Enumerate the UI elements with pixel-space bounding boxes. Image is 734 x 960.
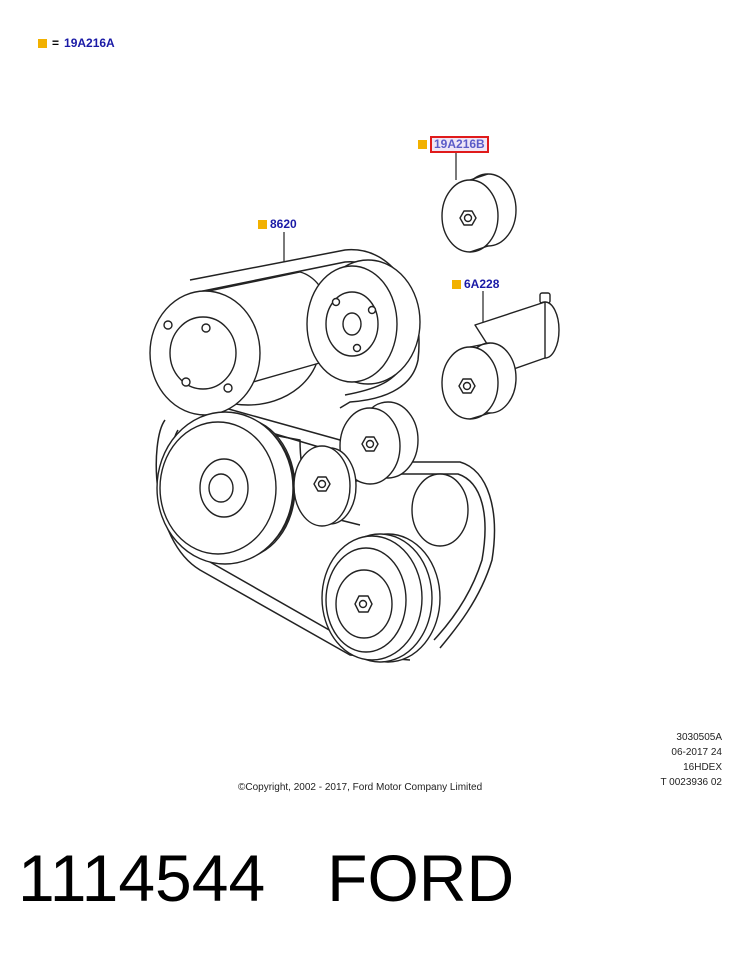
callout-belt-code[interactable]: 8620: [270, 217, 297, 231]
callout-tensioner-marker: [418, 140, 427, 149]
idler-part: [441, 292, 560, 420]
leader-lines: [283, 151, 484, 322]
callout-idler[interactable]: 6A228: [452, 277, 499, 291]
reference-line: T 0023936 02: [660, 777, 722, 788]
brand-name: FORD: [327, 841, 515, 915]
footer-caption: 1114544 FORD: [18, 836, 514, 920]
copyright-notice: ©Copyright, 2002 - 2017, Ford Motor Comp…: [238, 782, 483, 793]
callout-belt[interactable]: 8620: [258, 217, 297, 231]
lower-tensioner-pulley: [293, 445, 357, 527]
reference-line: 06-2017 24: [671, 747, 722, 758]
legend: = 19A216A: [38, 36, 115, 50]
reference-line: 16HDEX: [683, 762, 722, 773]
crankshaft-pulley: [156, 411, 296, 565]
callout-belt-marker: [258, 219, 267, 229]
reference-block: 3030505A 06-2017 24 16HDEX T 0023936 02: [660, 730, 722, 790]
right-idler-pulley: [411, 473, 469, 547]
part-number: 1114544: [18, 841, 266, 915]
legend-marker: [38, 38, 47, 48]
reference-line: 3030505A: [676, 732, 722, 743]
upper-left-pulley: [149, 271, 335, 416]
lower-grooved-pulley: [321, 533, 441, 663]
center-idler-pulley: [339, 401, 419, 485]
callout-idler-marker: [452, 279, 461, 289]
upper-right-pulley: [306, 259, 421, 385]
callout-idler-code[interactable]: 6A228: [464, 277, 500, 291]
callout-tensioner[interactable]: 19A216B: [418, 136, 489, 153]
legend-code[interactable]: 19A216A: [64, 36, 115, 50]
legend-equals: =: [52, 36, 60, 50]
tensioner-part: [441, 173, 517, 253]
callout-tensioner-code[interactable]: 19A216B: [430, 136, 489, 153]
